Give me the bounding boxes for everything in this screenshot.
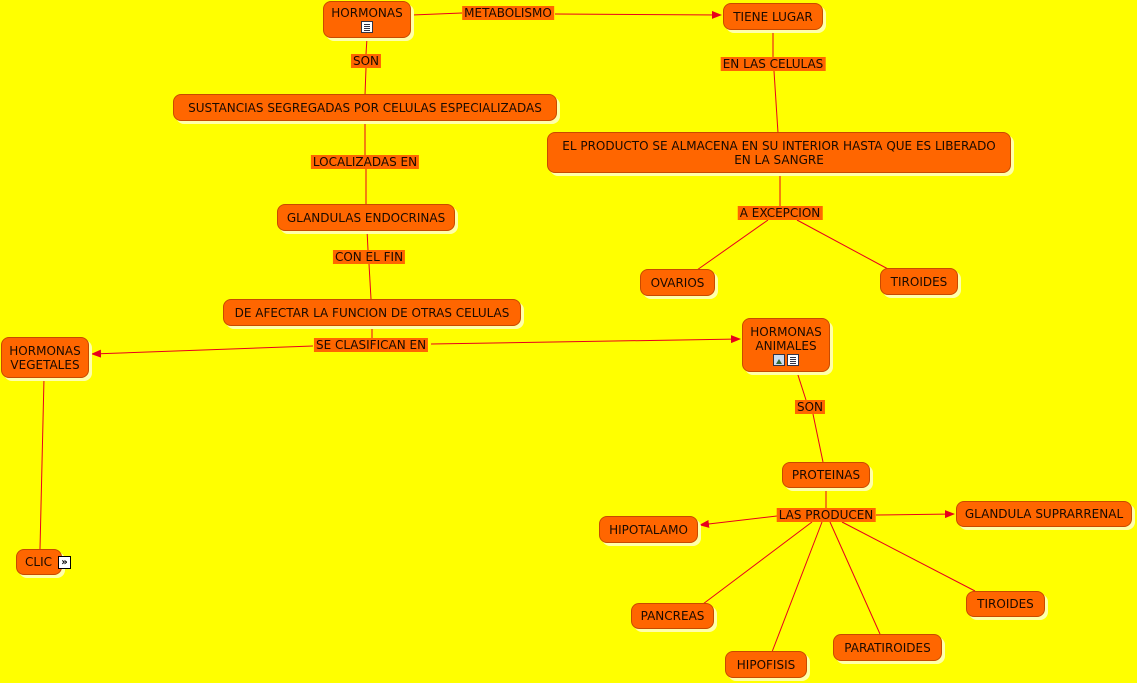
- link-son-animales[interactable]: SON: [794, 400, 826, 414]
- node-producto-label: EL PRODUCTO SE ALMACENA EN SU INTERIOR H…: [562, 138, 996, 167]
- node-tiroides-excepcion[interactable]: TIROIDES: [880, 268, 958, 295]
- node-hipofisis[interactable]: HIPOFISIS: [725, 651, 807, 678]
- edge-producen-tiroides: [841, 521, 976, 592]
- node-clic-label: CLIC: [25, 555, 52, 569]
- edge-metabolismo-tiene-lugar: [554, 10, 722, 19]
- edge-animales-son: [796, 371, 807, 401]
- node-glandula-suprarrenal[interactable]: GLANDULA SUPRARRENAL: [956, 501, 1132, 527]
- edge-excepcion-tiroides: [796, 219, 889, 270]
- node-hormonas-animales[interactable]: HORMONAS ANIMALES: [742, 318, 830, 372]
- node-afectar-label: DE AFECTAR LA FUNCION DE OTRAS CELULAS: [234, 305, 510, 320]
- node-hormonas-vegetales-label: HORMONAS VEGETALES: [9, 343, 81, 372]
- node-paratiroides-label: PARATIROIDES: [844, 640, 931, 655]
- node-hormonas-animales-label: HORMONAS ANIMALES: [750, 324, 822, 353]
- node-paratiroides[interactable]: PARATIROIDES: [833, 634, 942, 661]
- node-pancreas[interactable]: PANCREAS: [631, 603, 714, 629]
- edge-hormonas-metabolismo: [411, 12, 463, 16]
- node-ovarios[interactable]: OVARIOS: [640, 269, 715, 296]
- node-hipotalamo-label: HIPOTALAMO: [609, 522, 688, 537]
- link-localizadas-en[interactable]: LOCALIZADAS EN: [310, 155, 420, 169]
- link-las-producen[interactable]: LAS PRODUCEN: [776, 508, 876, 522]
- node-tiene-lugar[interactable]: TIENE LUGAR: [723, 3, 823, 30]
- node-hormonas-vegetales[interactable]: HORMONAS VEGETALES: [1, 337, 89, 378]
- node-hormonas-label: HORMONAS: [331, 6, 403, 20]
- edge-producen-hipotalamo: [699, 515, 778, 528]
- node-glandulas-endocrinas[interactable]: GLANDULAS ENDOCRINAS: [277, 204, 455, 231]
- edge-clasifican-vegetales: [91, 345, 314, 358]
- edge-vegetales-clic: [39, 377, 45, 550]
- node-hipotalamo[interactable]: HIPOTALAMO: [599, 516, 698, 543]
- node-proteinas[interactable]: PROTEINAS: [782, 462, 870, 488]
- node-tiroides-producen[interactable]: TIROIDES: [966, 591, 1045, 617]
- next-icon[interactable]: »: [58, 556, 71, 569]
- node-afectar-funcion[interactable]: DE AFECTAR LA FUNCION DE OTRAS CELULAS: [223, 299, 521, 326]
- edge-glandulas-fin: [366, 229, 369, 251]
- document-icon[interactable]: [361, 21, 373, 33]
- node-proteinas-label: PROTEINAS: [791, 468, 861, 482]
- link-metabolismo[interactable]: METABOLISMO: [462, 6, 554, 20]
- link-en-las-celulas[interactable]: EN LAS CELULAS: [720, 57, 826, 71]
- node-pancreas-label: PANCREAS: [640, 609, 705, 623]
- document-icon[interactable]: [787, 353, 799, 366]
- node-hipofisis-label: HIPOFISIS: [736, 657, 796, 672]
- edge-fin-afectar: [368, 263, 372, 300]
- node-tiroides-excepcion-label: TIROIDES: [890, 274, 948, 289]
- edge-son-proteinas: [812, 413, 824, 463]
- edge-celulas-producto: [773, 70, 779, 134]
- node-producto[interactable]: EL PRODUCTO SE ALMACENA EN SU INTERIOR H…: [547, 132, 1011, 173]
- link-a-excepcion[interactable]: A EXCEPCION: [737, 206, 823, 220]
- node-sustancias[interactable]: SUSTANCIAS SEGREGADAS POR CELULAS ESPECI…: [173, 94, 557, 121]
- node-tiroides-producen-label: TIROIDES: [977, 597, 1034, 611]
- node-clic[interactable]: CLIC: [16, 549, 62, 575]
- edge-producen-pancreas: [702, 521, 813, 605]
- node-hormonas[interactable]: HORMONAS: [323, 1, 411, 38]
- image-icon[interactable]: [773, 353, 785, 366]
- link-son[interactable]: SON: [350, 54, 382, 68]
- node-sustancias-label: SUSTANCIAS SEGREGADAS POR CELULAS ESPECI…: [188, 100, 542, 115]
- node-glandulas-label: GLANDULAS ENDOCRINAS: [286, 210, 446, 225]
- node-ovarios-label: OVARIOS: [650, 275, 705, 290]
- edge-producen-hipofisis: [771, 521, 823, 653]
- edge-excepcion-ovarios: [696, 219, 769, 271]
- node-glandula-suprarrenal-label: GLANDULA SUPRARRENAL: [964, 507, 1124, 521]
- edge-producen-suprarrenal: [875, 510, 955, 519]
- node-tiene-lugar-label: TIENE LUGAR: [733, 9, 813, 24]
- link-con-el-fin[interactable]: CON EL FIN: [332, 250, 406, 264]
- link-se-clasifican-en[interactable]: SE CLASIFICAN EN: [313, 338, 429, 352]
- edge-hormonas-son: [365, 37, 368, 55]
- edge-producen-paratiroides: [829, 521, 881, 635]
- edge-son-sustancias: [364, 67, 367, 96]
- edge-clasifican-animales: [430, 335, 741, 345]
